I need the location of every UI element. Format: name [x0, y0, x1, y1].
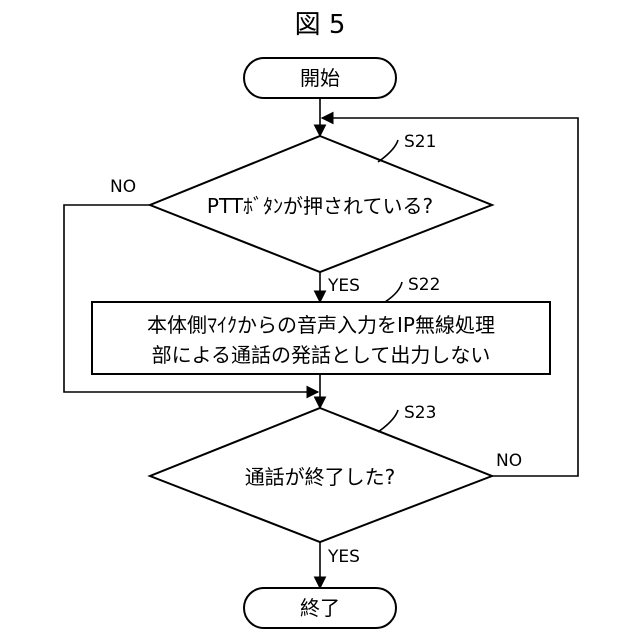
decision-ptt-label: PTTﾎﾞﾀﾝが押されている?	[207, 194, 433, 218]
decision-call-ended-label: 通話が終了した?	[245, 465, 396, 489]
step-s21: S21	[404, 132, 436, 152]
step-s23: S23	[404, 403, 436, 423]
process-line-2: 部による通話の発話として出力しない	[152, 343, 491, 367]
s22-leader	[385, 282, 402, 302]
decision1-no-label: NO	[110, 177, 136, 197]
decision1-yes-label: YES	[327, 276, 360, 296]
s23-leader	[378, 410, 398, 432]
decision2-yes-label: YES	[327, 547, 360, 567]
figure-title: 図 5	[295, 10, 346, 40]
s21-leader	[378, 140, 398, 162]
decision2-no-label: NO	[496, 451, 522, 471]
process-line-1: 本体側ﾏｲｸからの音声入力をIP無線処理	[147, 313, 495, 337]
end-label: 終了	[300, 596, 340, 620]
start-label: 開始	[300, 66, 340, 90]
step-s22: S22	[408, 275, 440, 295]
